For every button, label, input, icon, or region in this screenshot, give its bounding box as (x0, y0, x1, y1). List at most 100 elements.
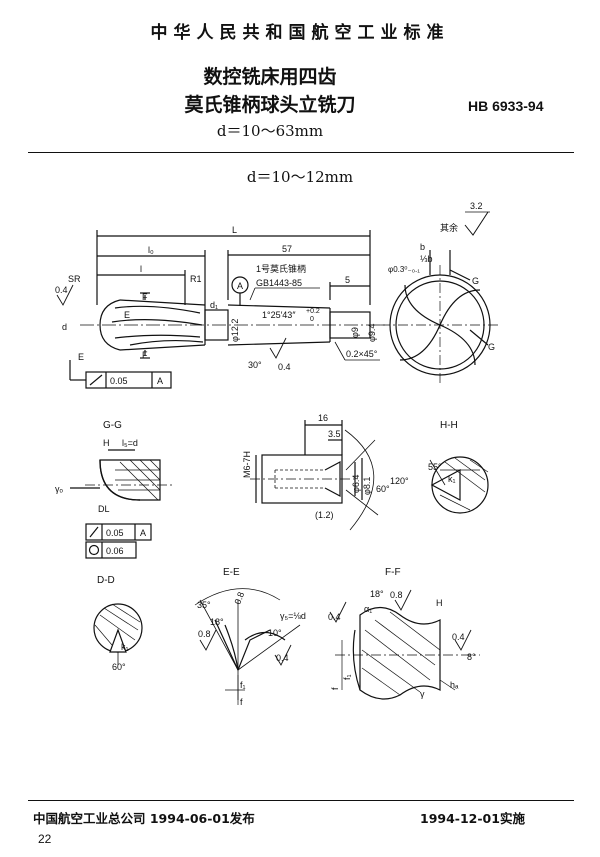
ee-angle-18: 18° (210, 617, 224, 627)
rough-04-b: 0.4 (278, 362, 291, 372)
dim-l: l (140, 264, 142, 274)
dim-16: 16 (318, 413, 328, 423)
dim-phi6-4: φ6.4 (351, 475, 361, 493)
dim-1-2: (1.2) (315, 510, 334, 520)
page-number: 22 (38, 832, 52, 846)
section-ff-title: F-F (385, 567, 401, 578)
angle-60: 60° (376, 484, 390, 494)
shank-detail-view (250, 420, 379, 531)
diameter-range: d＝10～63mm (216, 122, 324, 140)
standard-name: 中华人民共和国航空工业标准 (150, 23, 450, 43)
ee-rough-08-a: 0.8 (232, 591, 246, 606)
runout-datum: A (157, 376, 163, 386)
ee-rough-08-b: 0.8 (198, 629, 211, 639)
hh-angle: 55° (428, 462, 442, 472)
label-d1: d₁ (210, 300, 218, 310)
section-dd-title: D-D (97, 575, 115, 586)
section-ee-view (194, 588, 301, 705)
section-gg-view (70, 449, 175, 559)
taper-tol-lower: 0 (310, 316, 314, 323)
taper-note-2: GB1443-85 (256, 278, 302, 288)
sub-diameter-range: d＝10～12mm (246, 168, 354, 186)
ff-rough-04-a: 0.4 (328, 612, 341, 622)
gg-tol-round: 0.06 (106, 546, 124, 556)
issuer-line: 中国航空工业总公司 1994-06-01发布 (33, 811, 255, 826)
ff-rough-08: 0.8 (390, 590, 403, 600)
ff-label-alpha: α₁ (364, 604, 372, 614)
dim-3-5: 3.5 (328, 429, 341, 439)
section-gg-title: G-G (103, 420, 122, 431)
runout-value: 0.05 (110, 376, 128, 386)
dim-l0: l₀ (148, 245, 154, 255)
taper-tol-upper: +0.2 (306, 308, 320, 315)
hh-label: k₁ (448, 474, 456, 484)
taper-note-1: 1号莫氏锥柄 (256, 263, 306, 274)
dim-l-total: L (232, 225, 237, 235)
chamfer-note: 0.2×45° (346, 349, 378, 359)
standard-number: HB 6933-94 (468, 98, 544, 114)
dim-57: 57 (282, 244, 292, 254)
ff-label-f1: f₁ (342, 674, 352, 680)
section-hh-view (429, 456, 489, 514)
label-phi9-4: φ9.4 (367, 324, 377, 342)
label-phi9: φ9 (350, 327, 360, 338)
tol-note: φ0.3⁰₋₀.₁ (388, 265, 420, 274)
gg-label-dl: DL (98, 504, 110, 514)
main-view (56, 230, 385, 389)
ee-label-f: f (240, 697, 243, 707)
section-dd-view (93, 603, 143, 665)
dim-b: b (420, 242, 425, 252)
label-f-bottom: F (142, 350, 148, 360)
ff-angle-18: 18° (370, 589, 384, 599)
dim-phi8-1: φ8.1 (362, 477, 372, 495)
dd-angle: 60° (112, 662, 126, 672)
footer-rule (28, 800, 574, 801)
ff-label-f: f (330, 687, 340, 690)
ee-label-gamma: γ₅=⅛d (280, 611, 306, 621)
section-ff-view (329, 589, 480, 700)
ee-angle-10: 10° (268, 628, 282, 638)
section-hh-title: H-H (440, 420, 458, 431)
label-g-top: G (472, 276, 479, 286)
dim-b3: ⅓b (420, 254, 433, 264)
gg-label-ls: l₅=d (122, 438, 138, 448)
label-d: d (62, 322, 67, 332)
ff-angle-8: 8° (467, 652, 476, 662)
angle-30: 30° (248, 360, 262, 370)
label-sr: SR (68, 274, 81, 284)
ff-label-ha: hₐ (450, 680, 459, 690)
taper-angle: 1°25′43″ (262, 310, 296, 320)
ff-rough-04-b: 0.4 (452, 632, 465, 642)
label-r1: R1 (190, 274, 202, 284)
gg-label-gamma: γₒ (55, 484, 64, 494)
datum-a-label: A (237, 281, 243, 291)
document-title-line1: 数控铣床用四齿 (203, 66, 337, 88)
angle-120: 120° (390, 476, 409, 486)
ee-rough-04: 0.4 (276, 653, 289, 663)
label-e-bottom: E (78, 352, 84, 362)
implementation-line: 1994-12-01实施 (420, 811, 525, 826)
rest-roughness: 3.2 (470, 201, 483, 211)
gg-tol-runout: 0.05 (106, 528, 124, 538)
label-g-bottom: G (488, 342, 495, 352)
ee-angle-35: 35° (197, 600, 211, 610)
gg-label-h: H (103, 438, 110, 448)
dim-5: 5 (345, 275, 350, 285)
rough-04-a: 0.4 (55, 285, 68, 295)
ff-label-gamma: γ (420, 689, 425, 699)
label-phi12-2: φ12.2 (230, 319, 240, 342)
end-view (380, 211, 500, 385)
dd-label: k₁ (121, 642, 129, 652)
header-rule (28, 152, 574, 153)
ff-label-h: H (436, 598, 443, 608)
document-title-line2: 莫氏锥柄球头立铣刀 (184, 94, 356, 116)
label-f-top: F (142, 292, 148, 302)
label-e-top: E (124, 310, 130, 320)
ee-label-f1: f₁ (240, 680, 246, 690)
thread-label: M6-7H (242, 451, 252, 478)
section-ee-title: E-E (223, 567, 240, 578)
rest-label: 其余 (440, 222, 458, 233)
gg-tol-datum: A (140, 528, 146, 538)
